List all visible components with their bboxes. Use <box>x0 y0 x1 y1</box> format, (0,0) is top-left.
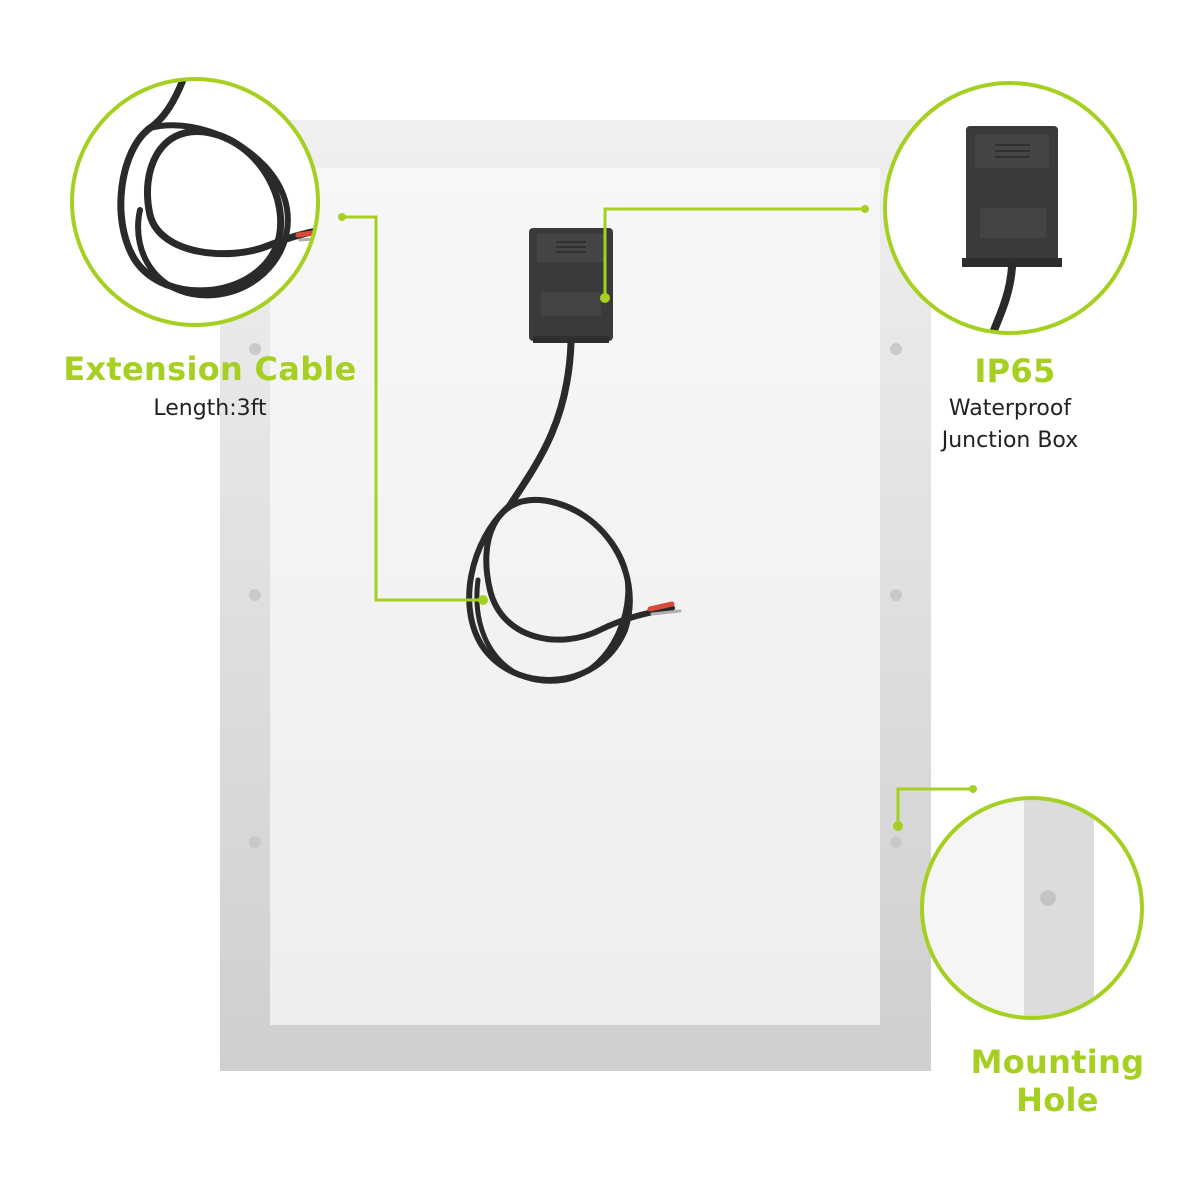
mounting-hole-magnifier <box>920 796 1144 1020</box>
mounting-hole <box>249 343 261 355</box>
extension-cable-magnifier <box>70 77 320 327</box>
junction-box-title: IP65 <box>974 352 1056 390</box>
mounting-hole <box>890 836 902 848</box>
mounting-holes <box>249 343 902 848</box>
junction-box-magnifier <box>883 81 1137 335</box>
mounting-hole <box>249 836 261 848</box>
mounting-hole-title: Mounting Hole <box>970 1043 1145 1119</box>
mounting-hole <box>890 343 902 355</box>
extension-cable-leader <box>342 215 483 602</box>
junction-box-detail-line1: Waterproof <box>948 396 1072 421</box>
junction-box-icon <box>529 228 613 343</box>
junction-box-leader <box>603 207 865 298</box>
extension-cable-length: Length:3ft <box>153 396 267 421</box>
mounting-hole <box>890 589 902 601</box>
leader-dots <box>338 205 977 831</box>
junction-box-detail-line2: Junction Box <box>941 428 1079 453</box>
extension-cable-title: Extension Cable <box>63 350 357 388</box>
leader-lines <box>342 207 973 826</box>
panel-cable <box>466 339 682 684</box>
mounting-hole <box>249 589 261 601</box>
mounting-hole-leader <box>896 787 973 826</box>
